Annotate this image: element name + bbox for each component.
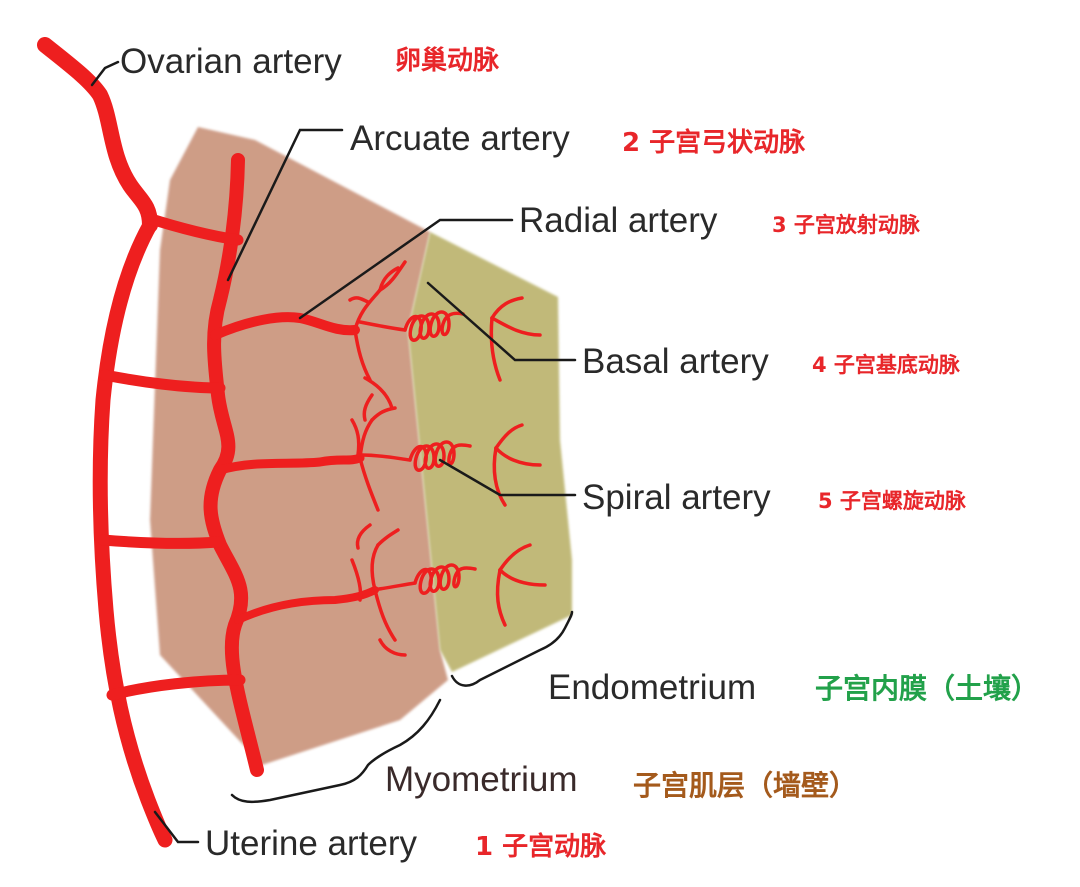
uterine-artery-label: Uterine artery (205, 824, 418, 863)
ovarian-artery-vessel (37, 37, 158, 233)
endometrium-region (408, 232, 572, 672)
leader-arcuate (226, 128, 344, 282)
radial-artery-vessel-2 (215, 453, 365, 475)
endometrium-label: Endometrium (548, 668, 757, 707)
arcuate-artery-label: Arcuate artery (350, 119, 570, 158)
artery-network (37, 37, 547, 848)
leader-ovarian (90, 60, 120, 87)
radial-artery-cn-label: 3 子宫放射动脉 (772, 213, 920, 237)
myometrium-cn-label: 子宫肌层（墙壁） (633, 769, 858, 802)
spiral-artery-label: Spiral artery (582, 478, 771, 517)
ovarian-artery-cn-label: 卵巢动脉 (395, 46, 500, 76)
terminal-branches (350, 296, 547, 657)
basal-branches (348, 260, 417, 642)
leader-basal (426, 281, 577, 362)
arcuate-connector-1 (142, 212, 244, 246)
basal-artery-label: Basal artery (582, 342, 769, 381)
leader-lines (90, 60, 577, 844)
leader-radial (298, 218, 514, 320)
spiral-artery-cn-label: 5 子宫螺旋动脉 (818, 489, 966, 513)
leader-spiral (438, 458, 577, 497)
spiral-coils (403, 310, 477, 595)
endometrium-brace (450, 610, 574, 687)
myometrium-region (150, 127, 448, 765)
radial-artery-label: Radial artery (519, 201, 718, 240)
uterine-artery-cn-label: 1 子宫动脉 (475, 832, 607, 862)
leader-uterine (153, 810, 200, 844)
uterine-artery-vessel (92, 217, 173, 848)
radial-artery-vessel-3 (234, 586, 379, 624)
arcuate-artery-cn-label: 2 子宫弓状动脉 (622, 128, 806, 158)
arcuate-connector-2 (99, 369, 226, 394)
ovarian-artery-label: Ovarian artery (120, 42, 342, 81)
arcuate-connector-3 (97, 534, 224, 549)
myometrium-label: Myometrium (385, 760, 578, 799)
basal-artery-cn-label: 4 子宫基底动脉 (812, 353, 960, 377)
braces (230, 610, 574, 804)
myometrium-brace (230, 698, 442, 804)
arcuate-connector-4 (106, 674, 246, 701)
endometrium-cn-label: 子宫内膜（土壤） (815, 672, 1040, 705)
